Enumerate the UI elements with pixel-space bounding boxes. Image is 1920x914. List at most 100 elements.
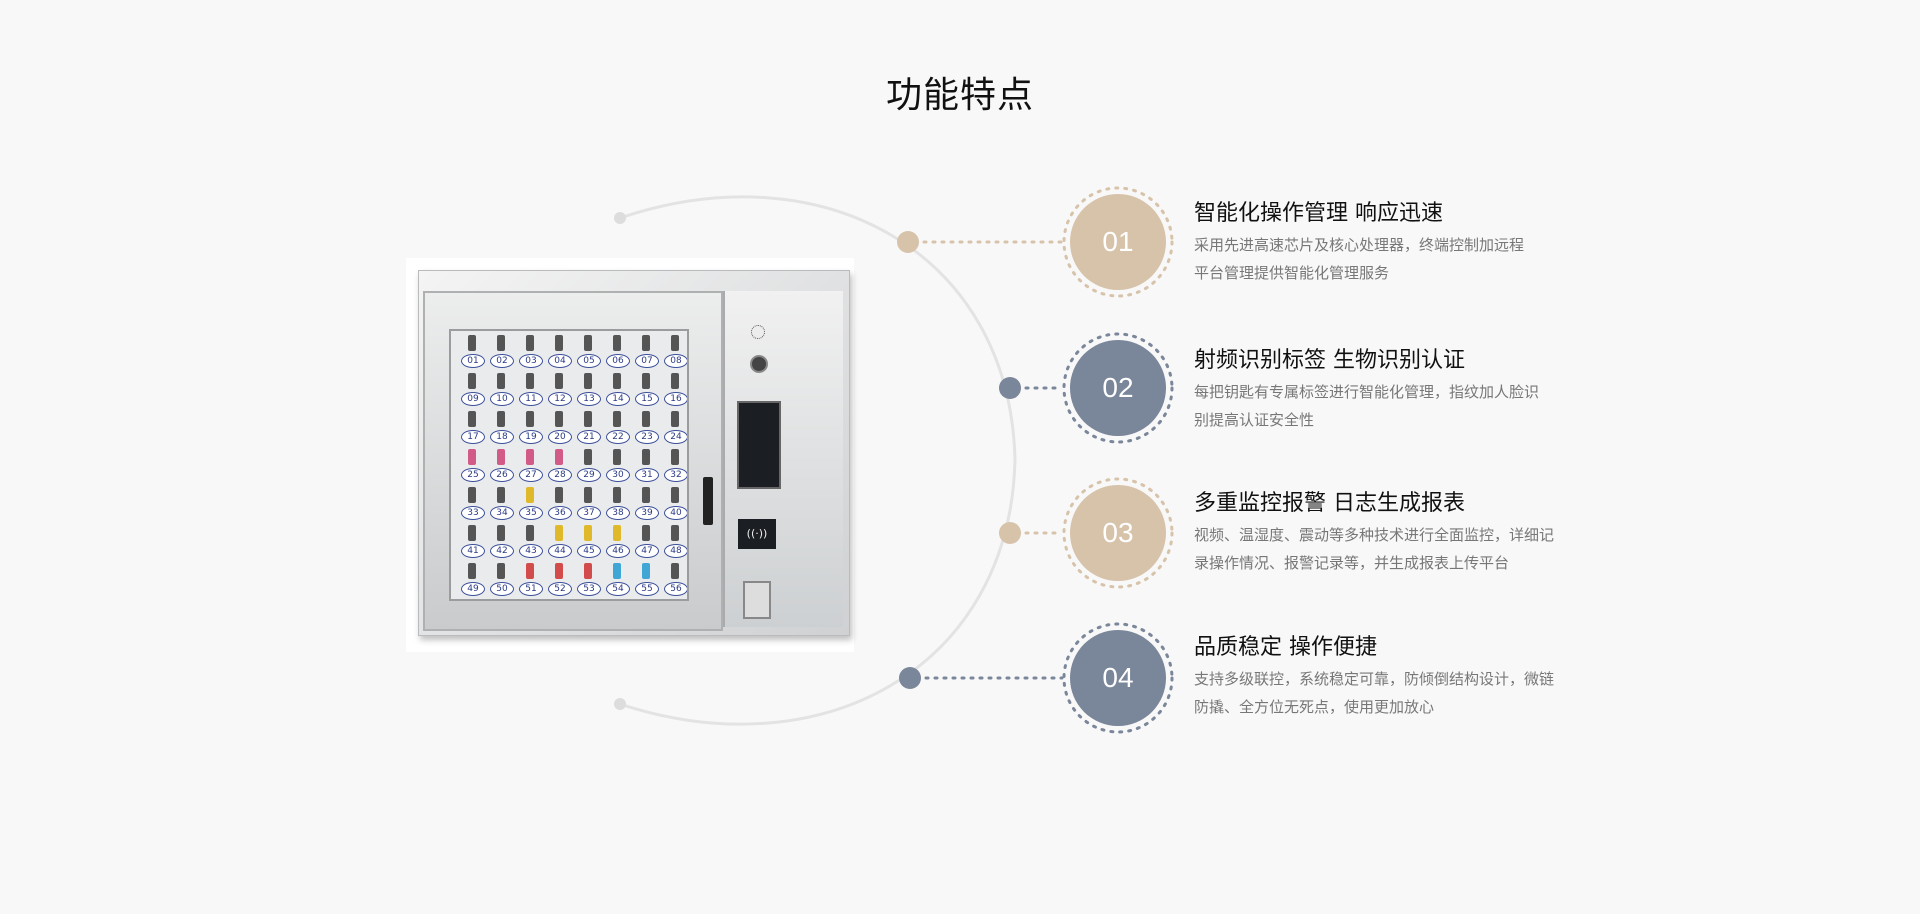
key-tag: 12	[548, 392, 572, 406]
lock-icon	[750, 355, 768, 373]
key-hook	[526, 335, 534, 351]
badge-03: 03	[1070, 485, 1166, 581]
feature-title: 射频识别标签 生物识别认证	[1194, 348, 1465, 373]
key-hook	[555, 449, 563, 465]
key-hook	[468, 525, 476, 541]
key-hook	[584, 411, 592, 427]
key-hook	[584, 487, 592, 503]
fingerprint-reader-icon	[743, 581, 771, 619]
key-hook	[526, 449, 534, 465]
key-tag: 55	[635, 582, 659, 596]
key-hook	[642, 449, 650, 465]
key-hook	[642, 373, 650, 389]
key-tag: 08	[664, 354, 687, 368]
key-tag: 18	[490, 430, 514, 444]
key-hook	[468, 563, 476, 579]
key-tag: 04	[548, 354, 572, 368]
badge-02: 02	[1070, 340, 1166, 436]
arc-end-dot-bottom	[614, 698, 626, 710]
key-tag: 10	[490, 392, 514, 406]
key-hook	[613, 487, 621, 503]
key-tag: 33	[461, 506, 485, 520]
key-hook	[642, 411, 650, 427]
key-tag: 46	[606, 544, 630, 558]
key-tag: 16	[664, 392, 687, 406]
key-hook	[671, 487, 679, 503]
key-tag: 48	[664, 544, 687, 558]
feature-desc: 视频、温湿度、震动等多种技术进行全面监控，详细记录操作情况、报警记录等，并生成报…	[1194, 526, 1555, 572]
key-tag: 53	[577, 582, 601, 596]
key-tag: 17	[461, 430, 485, 444]
key-hook	[497, 487, 505, 503]
key-tag: 34	[490, 506, 514, 520]
key-tag: 14	[606, 392, 630, 406]
key-tag: 43	[519, 544, 543, 558]
touch-screen	[737, 401, 781, 489]
key-hook	[526, 563, 534, 579]
key-tag: 49	[461, 582, 485, 596]
key-hook	[555, 373, 563, 389]
key-hook	[497, 563, 505, 579]
badge-04: 04	[1070, 630, 1166, 726]
key-hook	[671, 525, 679, 541]
key-hook	[671, 335, 679, 351]
key-tag: 22	[606, 430, 630, 444]
key-tag: 01	[461, 354, 485, 368]
key-hook	[555, 335, 563, 351]
key-tag: 25	[461, 468, 485, 482]
key-tag: 02	[490, 354, 514, 368]
key-hook	[497, 449, 505, 465]
key-tag: 20	[548, 430, 572, 444]
feature-title: 智能化操作管理 响应迅速	[1194, 201, 1443, 226]
key-tag: 52	[548, 582, 572, 596]
key-hook	[671, 449, 679, 465]
key-hook	[468, 487, 476, 503]
key-tag: 41	[461, 544, 485, 558]
feature-title: 品质稳定 操作便捷	[1194, 635, 1377, 660]
key-tag: 35	[519, 506, 543, 520]
key-tag: 07	[635, 354, 659, 368]
connector-dot-04	[899, 667, 921, 689]
speaker-icon	[751, 325, 765, 339]
key-hook	[613, 449, 621, 465]
key-tag: 45	[577, 544, 601, 558]
feature-title: 多重监控报警 日志生成报表	[1194, 491, 1465, 516]
key-hook	[613, 525, 621, 541]
feature-desc: 采用先进高速芯片及核心处理器，终端控制加远程平台管理提供智能化管理服务	[1194, 236, 1525, 282]
key-hook	[671, 563, 679, 579]
rfid-reader-icon: ((·))	[738, 519, 776, 549]
key-hook	[555, 411, 563, 427]
key-tag: 37	[577, 506, 601, 520]
key-tag: 54	[606, 582, 630, 596]
key-hook	[671, 373, 679, 389]
key-tag: 50	[490, 582, 514, 596]
key-tag: 32	[664, 468, 687, 482]
key-hook	[584, 335, 592, 351]
key-tag: 09	[461, 392, 485, 406]
key-tag: 06	[606, 354, 630, 368]
key-tag: 11	[519, 392, 543, 406]
key-tag: 15	[635, 392, 659, 406]
key-hook	[468, 335, 476, 351]
key-tag: 44	[548, 544, 572, 558]
key-hook	[526, 373, 534, 389]
key-hook	[584, 449, 592, 465]
key-tag: 13	[577, 392, 601, 406]
key-tag: 03	[519, 354, 543, 368]
key-tag: 27	[519, 468, 543, 482]
key-tag: 26	[490, 468, 514, 482]
key-hook	[613, 335, 621, 351]
feature-4: 品质稳定 操作便捷 支持多级联控，系统稳定可靠，防倾倒结构设计，微链防撬、全方位…	[1194, 633, 1604, 721]
key-hook	[497, 525, 505, 541]
key-tag: 47	[635, 544, 659, 558]
key-hook	[642, 525, 650, 541]
key-tag: 21	[577, 430, 601, 444]
key-tag: 40	[664, 506, 687, 520]
key-hook	[613, 563, 621, 579]
key-hook	[584, 525, 592, 541]
feature-1: 智能化操作管理 响应迅速 采用先进高速芯片及核心处理器，终端控制加远程平台管理提…	[1194, 199, 1604, 287]
